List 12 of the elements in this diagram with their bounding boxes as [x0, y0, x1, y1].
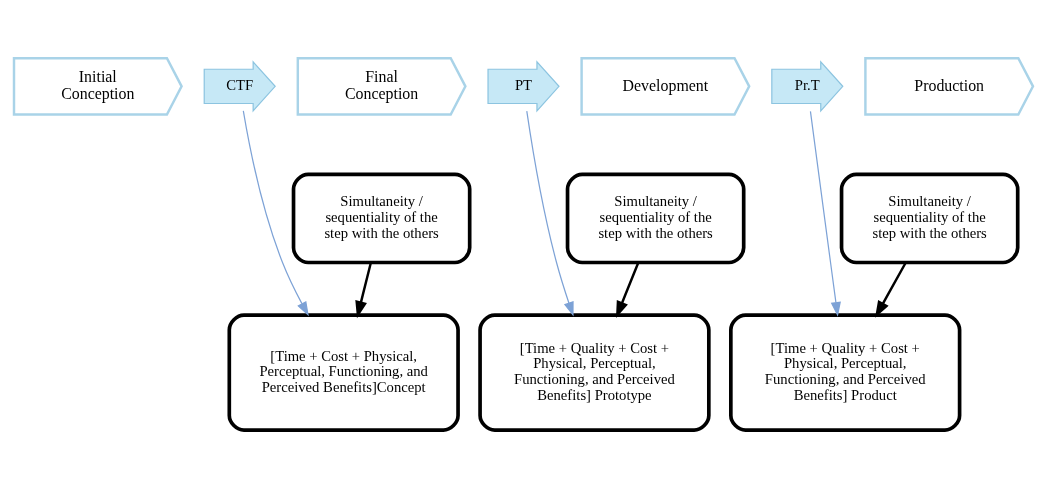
- arrow: [242, 110, 309, 317]
- arrow: [355, 262, 373, 319]
- arrow: [809, 110, 841, 317]
- arrow: [615, 262, 640, 319]
- node-box: [Time + Quality + Cost + Physical, Perceptual, Functioning, and Perceived Benefits] Product: [729, 313, 962, 432]
- node-box: Simultaneity / sequentiality of the step with the others: [291, 172, 472, 265]
- arrow: [875, 262, 907, 318]
- node-box: [Time + Quality + Cost + Physical, Perceptual, Functioning, and Perceived Benefits] Prototype: [478, 313, 711, 432]
- node-box: Simultaneity / sequentiality of the step with the others: [565, 172, 746, 265]
- node-box: [Time + Cost + Physical, Perceptual, Functioning, and Perceived Benefits]Concept: [227, 313, 460, 432]
- arrow: [526, 110, 574, 317]
- node-box: Simultaneity / sequentiality of the step with the others: [839, 172, 1020, 265]
